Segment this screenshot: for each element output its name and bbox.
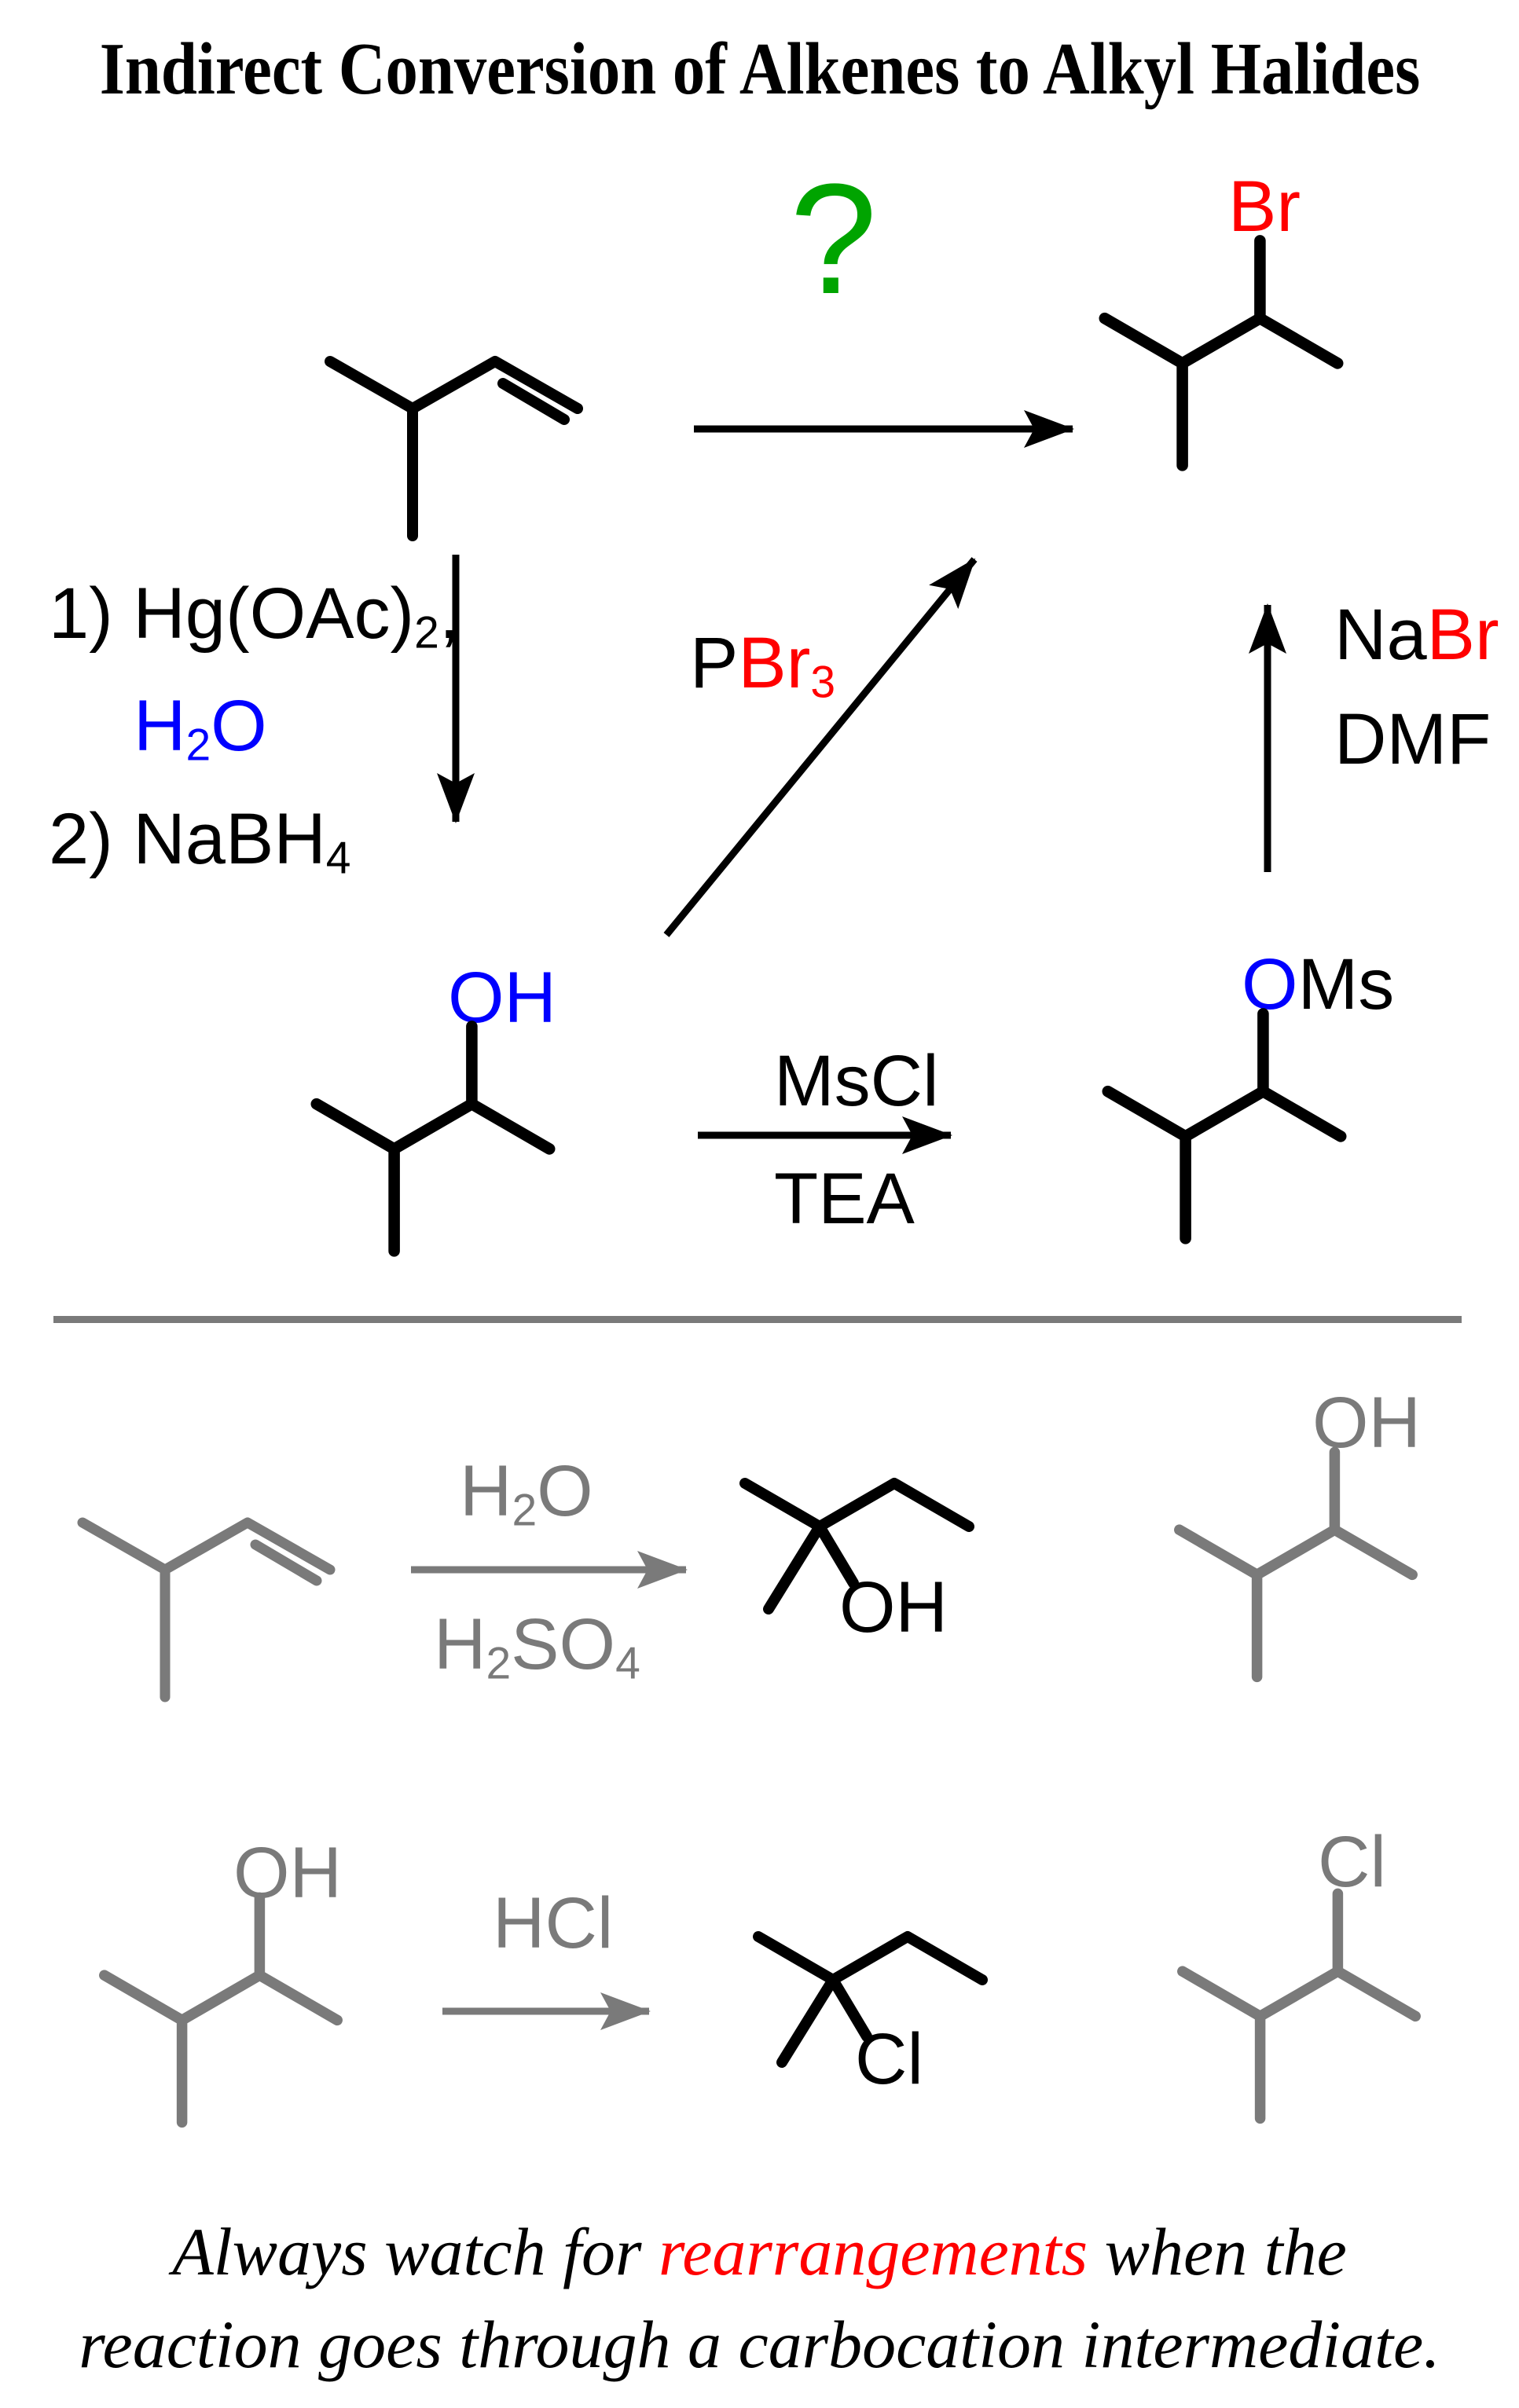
reagent-h2so4-label: H2SO4: [434, 1608, 640, 1687]
footer-pre: Always watch for: [172, 2214, 659, 2289]
section-divider: [53, 1316, 1462, 1323]
arrow-finkelstein-up: [1249, 603, 1286, 872]
h2so4-so: SO: [511, 1604, 616, 1684]
oms-o: O: [1242, 944, 1298, 1024]
mesylate-oms-label: OMs: [1242, 948, 1394, 1021]
molecule-3-methyl-2-butyl-mesylate: [1102, 1008, 1347, 1244]
reagent-nabh4-step2: 2) NaBH4: [49, 803, 351, 881]
footer-highlight-rearrangements: rearrangements: [658, 2214, 1088, 2289]
h2so4-subscript4: 4: [615, 1638, 640, 1689]
row1-minor-oh-label: OH: [1312, 1383, 1421, 1463]
pbr3-p: P: [690, 623, 739, 703]
molecule-2-chloro-2-methylbutane: [753, 1931, 988, 2068]
reagent-hcl-label: HCl: [493, 1883, 614, 1963]
arrow-oxymercuration-down: [437, 555, 475, 823]
molecule-2-methyl-2-butanol: [739, 1478, 974, 1614]
arrow-hcl: [442, 1992, 651, 2030]
arrow-pbr3-diagonal: [663, 557, 978, 937]
alkene-double-bond-inner: [497, 378, 570, 425]
alcohol-skeleton-bonds: [310, 1021, 556, 1257]
reagent-water-label: H2O: [134, 690, 267, 768]
page-title: Indirect Conversion of Alkenes to Alkyl …: [99, 28, 1420, 110]
footer-note-line1: Always watch for rearrangements when the: [0, 2218, 1519, 2285]
reagent-oxymercuration-step1: 1) Hg(OAc)2,: [49, 577, 459, 656]
reagent-tea-label: TEA: [774, 1159, 915, 1239]
molecule-gray-alcohol-reactant: [99, 1892, 343, 2128]
pbr3-br: Br: [738, 623, 811, 703]
bromide-atom-label: Br: [1228, 167, 1301, 247]
pbr3-subscript: 3: [810, 657, 836, 708]
h2o-subscript: 2: [512, 1485, 538, 1536]
reagent-mscl-label: MsCl: [774, 1041, 939, 1121]
molecule-3-methyl-1-butene: [325, 356, 583, 541]
row2-reactant-oh-label: OH: [233, 1833, 342, 1913]
row1-minor-skeleton-bonds: [1174, 1446, 1418, 1683]
arrow-hydration: [411, 1551, 688, 1589]
molecule-gray-2-chloro-3-methylbutane: [1177, 1888, 1421, 2124]
h2so4-subscript2: 2: [486, 1638, 512, 1689]
alcohol-oh-label: OH: [448, 958, 556, 1038]
molecule-2-bromo-3-methylbutane: [1099, 235, 1344, 471]
step2-text: 2) NaBH: [49, 799, 326, 879]
row2-major-cl-label: Cl: [855, 2019, 923, 2099]
h2o-o: O: [537, 1451, 593, 1531]
tert-chloride-skeleton-bonds: [753, 1931, 988, 2068]
question-mark-label: ?: [790, 152, 878, 327]
arrow-direct-question: [694, 410, 1074, 448]
gray-alkene-double-bond-inner: [250, 1539, 322, 1586]
tert-alcohol-skeleton-bonds: [739, 1478, 974, 1614]
step1-subscript: 2: [414, 607, 439, 658]
oms-ms: Ms: [1297, 944, 1395, 1024]
molecule-gray-3-methyl-2-butanol: [1174, 1446, 1418, 1683]
reagent-h2o-label: H2O: [460, 1455, 593, 1534]
mesylate-skeleton-bonds: [1102, 1008, 1347, 1244]
h2o-h: H: [460, 1451, 512, 1531]
reagent-dmf-label: DMF: [1334, 699, 1491, 779]
water-subscript: 2: [185, 720, 211, 771]
bromide-skeleton-bonds: [1099, 235, 1344, 471]
gray-alkene-bonds: [77, 1517, 336, 1702]
molecule-3-methyl-2-butanol: [310, 1021, 556, 1257]
row2-minor-cl-label: Cl: [1318, 1822, 1386, 1902]
row2-minor-skeleton-bonds: [1177, 1888, 1421, 2124]
footer-note-line2: reaction goes through a carbocation inte…: [79, 2307, 1440, 2382]
h2so4-h: H: [434, 1604, 486, 1684]
row1-major-oh-label: OH: [839, 1567, 948, 1647]
nabr-br: Br: [1426, 595, 1499, 675]
step1-text: 1) Hg(OAc): [49, 574, 415, 654]
arrow-mesylation: [698, 1116, 952, 1154]
alkene-skeleton-bonds: [325, 356, 583, 541]
water-o: O: [211, 686, 267, 766]
nabr-na: Na: [1334, 595, 1427, 675]
step2-subscript: 4: [325, 833, 351, 884]
water-h: H: [134, 686, 186, 766]
row2-reactant-skeleton-bonds: [99, 1892, 343, 2128]
footer-post: when the: [1088, 2214, 1347, 2289]
molecule-gray-alkene: [77, 1517, 336, 1702]
reagent-nabr-label: NaBr: [1334, 599, 1499, 671]
reagent-pbr3-label: PBr3: [690, 627, 835, 706]
